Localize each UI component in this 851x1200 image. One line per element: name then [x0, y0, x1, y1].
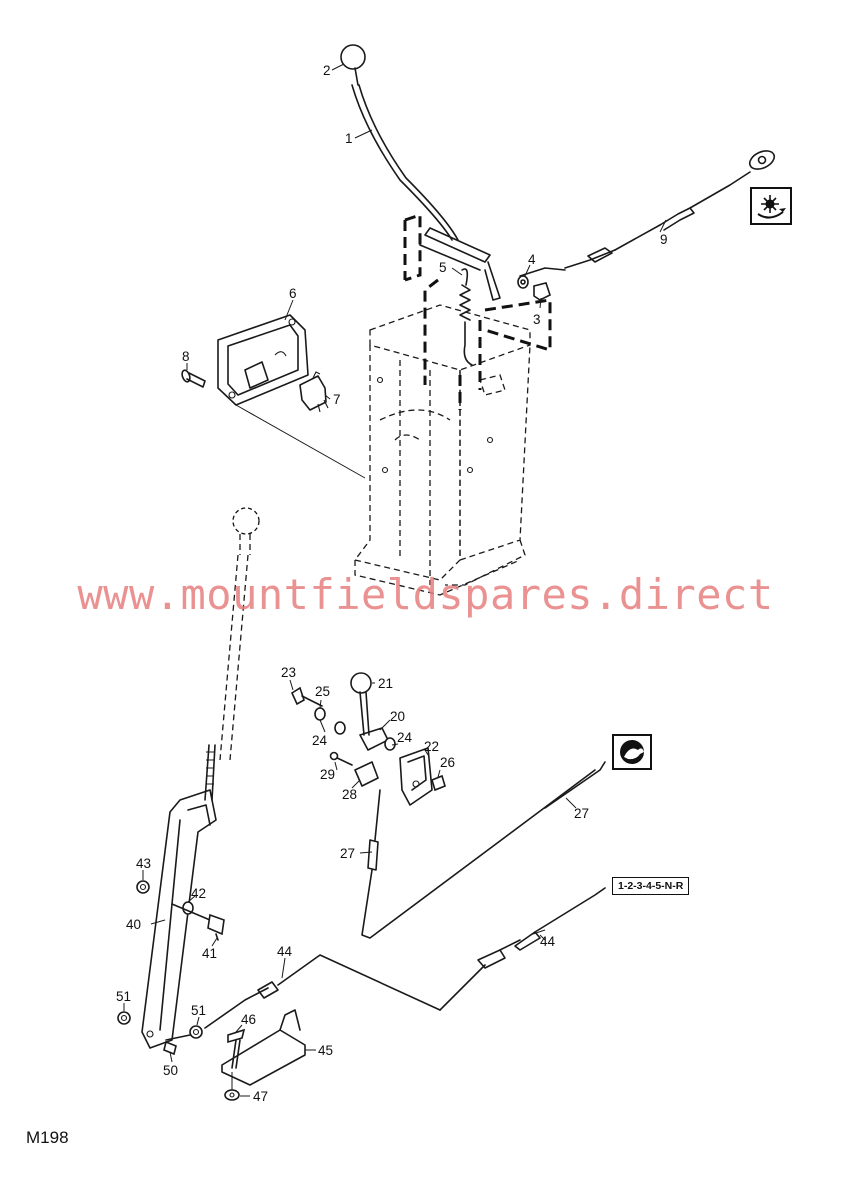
nut-washer — [517, 275, 551, 301]
speed-symbol-icon — [612, 734, 652, 770]
callout-50: 50 — [163, 1063, 178, 1078]
callout-labels: 2 1 3 4 5 6 7 8 9 21 20 22 23 24 24 25 2… — [116, 63, 668, 1104]
callout-28: 28 — [342, 787, 357, 802]
speed-lever — [290, 672, 396, 751]
callout-51a: 51 — [116, 989, 131, 1004]
callout-44a: 44 — [277, 944, 293, 959]
callout-2: 2 — [323, 63, 331, 78]
callout-6: 6 — [289, 286, 297, 301]
gear-lever — [340, 44, 501, 301]
callout-8: 8 — [182, 349, 190, 364]
callout-47: 47 — [253, 1089, 268, 1104]
bolt — [181, 369, 206, 388]
callout-leaders — [123, 63, 667, 1097]
gear-pattern-label: 1-2-3-4-5-N-R — [612, 877, 690, 895]
speed-bracket — [399, 747, 446, 806]
throttle-symbol-icon — [750, 187, 792, 225]
clamp-28-29 — [329, 751, 379, 787]
callout-43: 43 — [136, 856, 151, 871]
callout-44b: 44 — [540, 934, 556, 949]
callout-40: 40 — [126, 917, 141, 932]
throttle-cable — [519, 150, 776, 277]
guide-lines — [403, 212, 552, 410]
lever-arm — [141, 789, 217, 1049]
callout-22: 22 — [424, 739, 439, 754]
callout-7: 7 — [333, 392, 341, 407]
speed-cable — [361, 761, 606, 939]
callout-1: 1 — [345, 131, 353, 146]
callout-41: 41 — [202, 946, 217, 961]
callout-9: 9 — [660, 232, 668, 247]
callout-4: 4 — [528, 252, 536, 267]
callout-27b: 27 — [340, 846, 355, 861]
drawing-code: M198 — [26, 1128, 69, 1147]
callout-29: 29 — [320, 767, 335, 782]
callout-20: 20 — [390, 709, 405, 724]
housing-phantom — [353, 304, 531, 596]
callout-46: 46 — [241, 1012, 256, 1027]
phantom-lever — [219, 507, 260, 761]
callout-24b: 24 — [397, 730, 413, 745]
callout-26: 26 — [440, 755, 455, 770]
fixings-50-51 — [117, 1011, 203, 1056]
callout-24a: 24 — [312, 733, 328, 748]
callout-27a: 27 — [574, 806, 589, 821]
cable-bracket — [221, 1009, 306, 1101]
cover-plate — [217, 314, 309, 406]
callout-25: 25 — [315, 684, 330, 699]
spring — [459, 268, 473, 366]
callout-21: 21 — [378, 676, 393, 691]
gear-cable — [204, 887, 606, 1029]
callout-42: 42 — [191, 886, 206, 901]
callout-5: 5 — [439, 260, 447, 275]
switch — [299, 371, 329, 413]
callout-45: 45 — [318, 1043, 333, 1058]
callout-3: 3 — [533, 312, 541, 327]
callout-51b: 51 — [191, 1003, 206, 1018]
callout-23: 23 — [281, 665, 296, 680]
fixings-41-43 — [136, 880, 225, 941]
